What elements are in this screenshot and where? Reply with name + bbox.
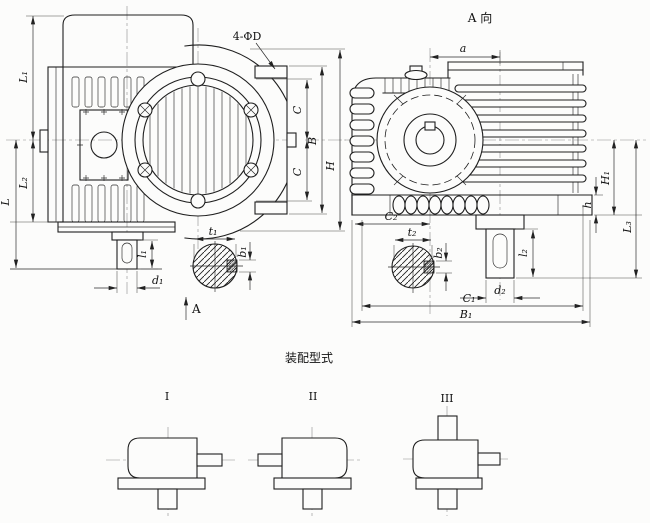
assembly-type-2: II	[248, 390, 362, 516]
worm-wheel	[376, 86, 484, 194]
assembly-type-1-label: I	[165, 390, 169, 403]
left-key-section	[190, 241, 243, 292]
bolt-holes-callout: 4-ΦD	[233, 30, 276, 70]
dim-label-C2: C₂	[385, 210, 398, 223]
right-output-shaft	[475, 214, 525, 279]
right-view-a: A 向	[344, 10, 646, 327]
breather-plug	[404, 65, 428, 81]
dim-label-C-upper: C	[291, 105, 304, 114]
dim-label-C1: C₁	[463, 292, 476, 305]
base-fins	[392, 195, 490, 215]
dim-label-a: a	[460, 42, 467, 55]
mounting-pad-top	[254, 65, 288, 79]
dim-label-L3: L₃	[621, 221, 634, 234]
side-tab	[286, 132, 297, 148]
dim-label-b2: b₂	[432, 247, 445, 258]
dim-label-L2: L₂	[17, 177, 30, 190]
bore-keyway	[424, 121, 436, 131]
dim-label-B: B	[306, 137, 319, 146]
right-key-section	[388, 243, 440, 293]
dim-label-C-lower: C	[291, 167, 304, 176]
dim-label-d2: d₂	[494, 284, 505, 297]
dim-label-t2: t₂	[408, 226, 417, 239]
dim-label-L1: L₁	[17, 71, 30, 84]
dim-label-b1: b₁	[236, 246, 249, 257]
view-direction-arrow: A	[183, 297, 201, 320]
left-output-shaft	[111, 231, 144, 270]
motor-fins-bottom	[71, 184, 145, 223]
view-arrow-label: A	[191, 302, 201, 316]
terminal-plate	[77, 109, 131, 181]
dim-label-h: h	[581, 201, 594, 208]
assembly-type-1: I	[106, 390, 236, 516]
dim-label-l1: l₁	[136, 250, 149, 258]
motor-body	[39, 14, 194, 233]
right-view-dimensions: a C₂ t₂ b₂ l₂ d₂ h H₁ L	[351, 42, 642, 327]
assembly-section: 装配型式 I II III	[106, 351, 508, 516]
housing-left-fins	[349, 87, 375, 195]
dim-label-L: L	[0, 198, 12, 206]
base	[351, 194, 593, 216]
assembly-type-2-label: II	[309, 390, 318, 403]
motor-base	[57, 221, 176, 233]
mounting-pad-bottom	[254, 201, 288, 215]
view-a-title: A 向	[467, 10, 492, 25]
dim-label-t1: t₁	[209, 225, 218, 238]
pitch-circle-ticks	[393, 94, 467, 186]
gearbox-housing	[349, 61, 593, 216]
dim-label-H: H	[324, 161, 337, 172]
left-view-dimensions: L₁ L₂ L C C B H l₁ d₁ t₁	[0, 15, 345, 293]
assembly-title: 装配型式	[285, 351, 333, 365]
left-view: 4-ΦD A L₁ L₂ L C C B H	[0, 6, 346, 320]
dim-label-B1: B₁	[459, 308, 473, 321]
flange-bolt-holes	[137, 71, 259, 209]
dim-label-d1: d₁	[152, 274, 163, 287]
housing-top-fins	[384, 78, 450, 93]
dim-label-l2: l₂	[517, 249, 530, 257]
dim-label-H1: H₁	[599, 171, 612, 186]
bell-housing	[121, 44, 303, 240]
bolt-holes-label: 4-ΦD	[233, 30, 262, 43]
assembly-type-3-label: III	[440, 392, 453, 405]
fan-grille-lines	[149, 86, 247, 194]
assembly-type-3: III	[403, 392, 508, 516]
